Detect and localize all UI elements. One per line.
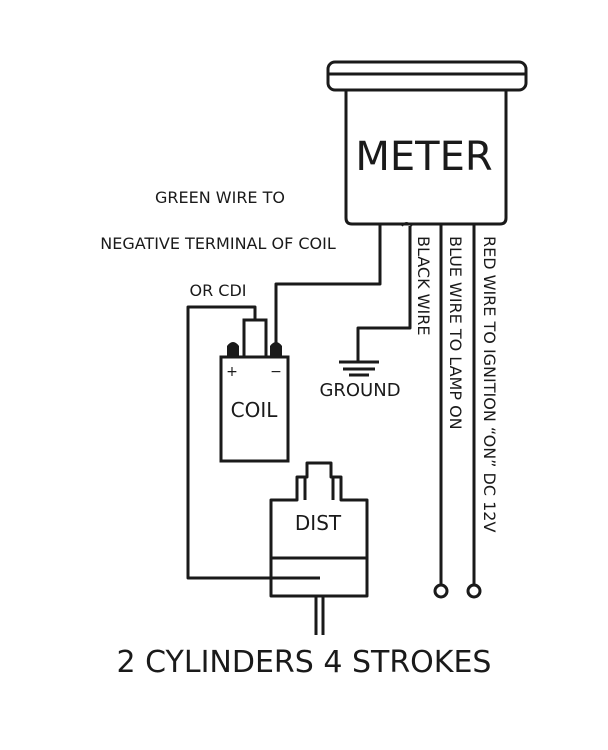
green-wire-annotation-line1: GREEN WIRE TO bbox=[155, 188, 285, 207]
distributor-label: DIST bbox=[295, 511, 342, 535]
black-wire bbox=[356, 226, 412, 362]
ground-label: GROUND bbox=[319, 380, 400, 401]
coil-negative-post bbox=[270, 342, 282, 357]
lamp-terminal bbox=[433, 583, 449, 599]
red-wire-label: RED WIRE TO IGNITION “ON” DC 12V bbox=[480, 236, 499, 532]
green-wire-annotation-line3: OR CDI bbox=[189, 281, 246, 300]
meter: METER bbox=[326, 60, 528, 226]
ground-symbol-icon bbox=[339, 360, 379, 377]
distributor-body bbox=[269, 461, 369, 598]
ignition-terminal bbox=[466, 583, 482, 599]
blue-wire-label: BLUE WIRE TO LAMP ON bbox=[446, 236, 465, 430]
black-wire-label: BLACK WIRE bbox=[414, 236, 433, 335]
meter-body bbox=[344, 90, 508, 226]
diagram-title: 2 CYLINDERS 4 STROKES bbox=[117, 645, 492, 680]
coil-label: COIL bbox=[231, 398, 279, 422]
meter-bezel bbox=[326, 60, 528, 92]
distributor: DIST bbox=[269, 461, 369, 635]
green-wire-annotation-line2: NEGATIVE TERMINAL OF COIL bbox=[100, 234, 336, 253]
green-wire bbox=[274, 224, 382, 348]
wire-hook bbox=[401, 222, 413, 227]
coil-negative-label: − bbox=[270, 364, 282, 380]
coil-positive-label: + bbox=[226, 364, 238, 380]
high-tension-wire bbox=[186, 305, 320, 580]
coil-tower bbox=[242, 318, 268, 359]
coil-positive-post bbox=[227, 342, 239, 357]
coil: + − COIL bbox=[219, 318, 290, 463]
meter-label: METER bbox=[355, 134, 492, 180]
